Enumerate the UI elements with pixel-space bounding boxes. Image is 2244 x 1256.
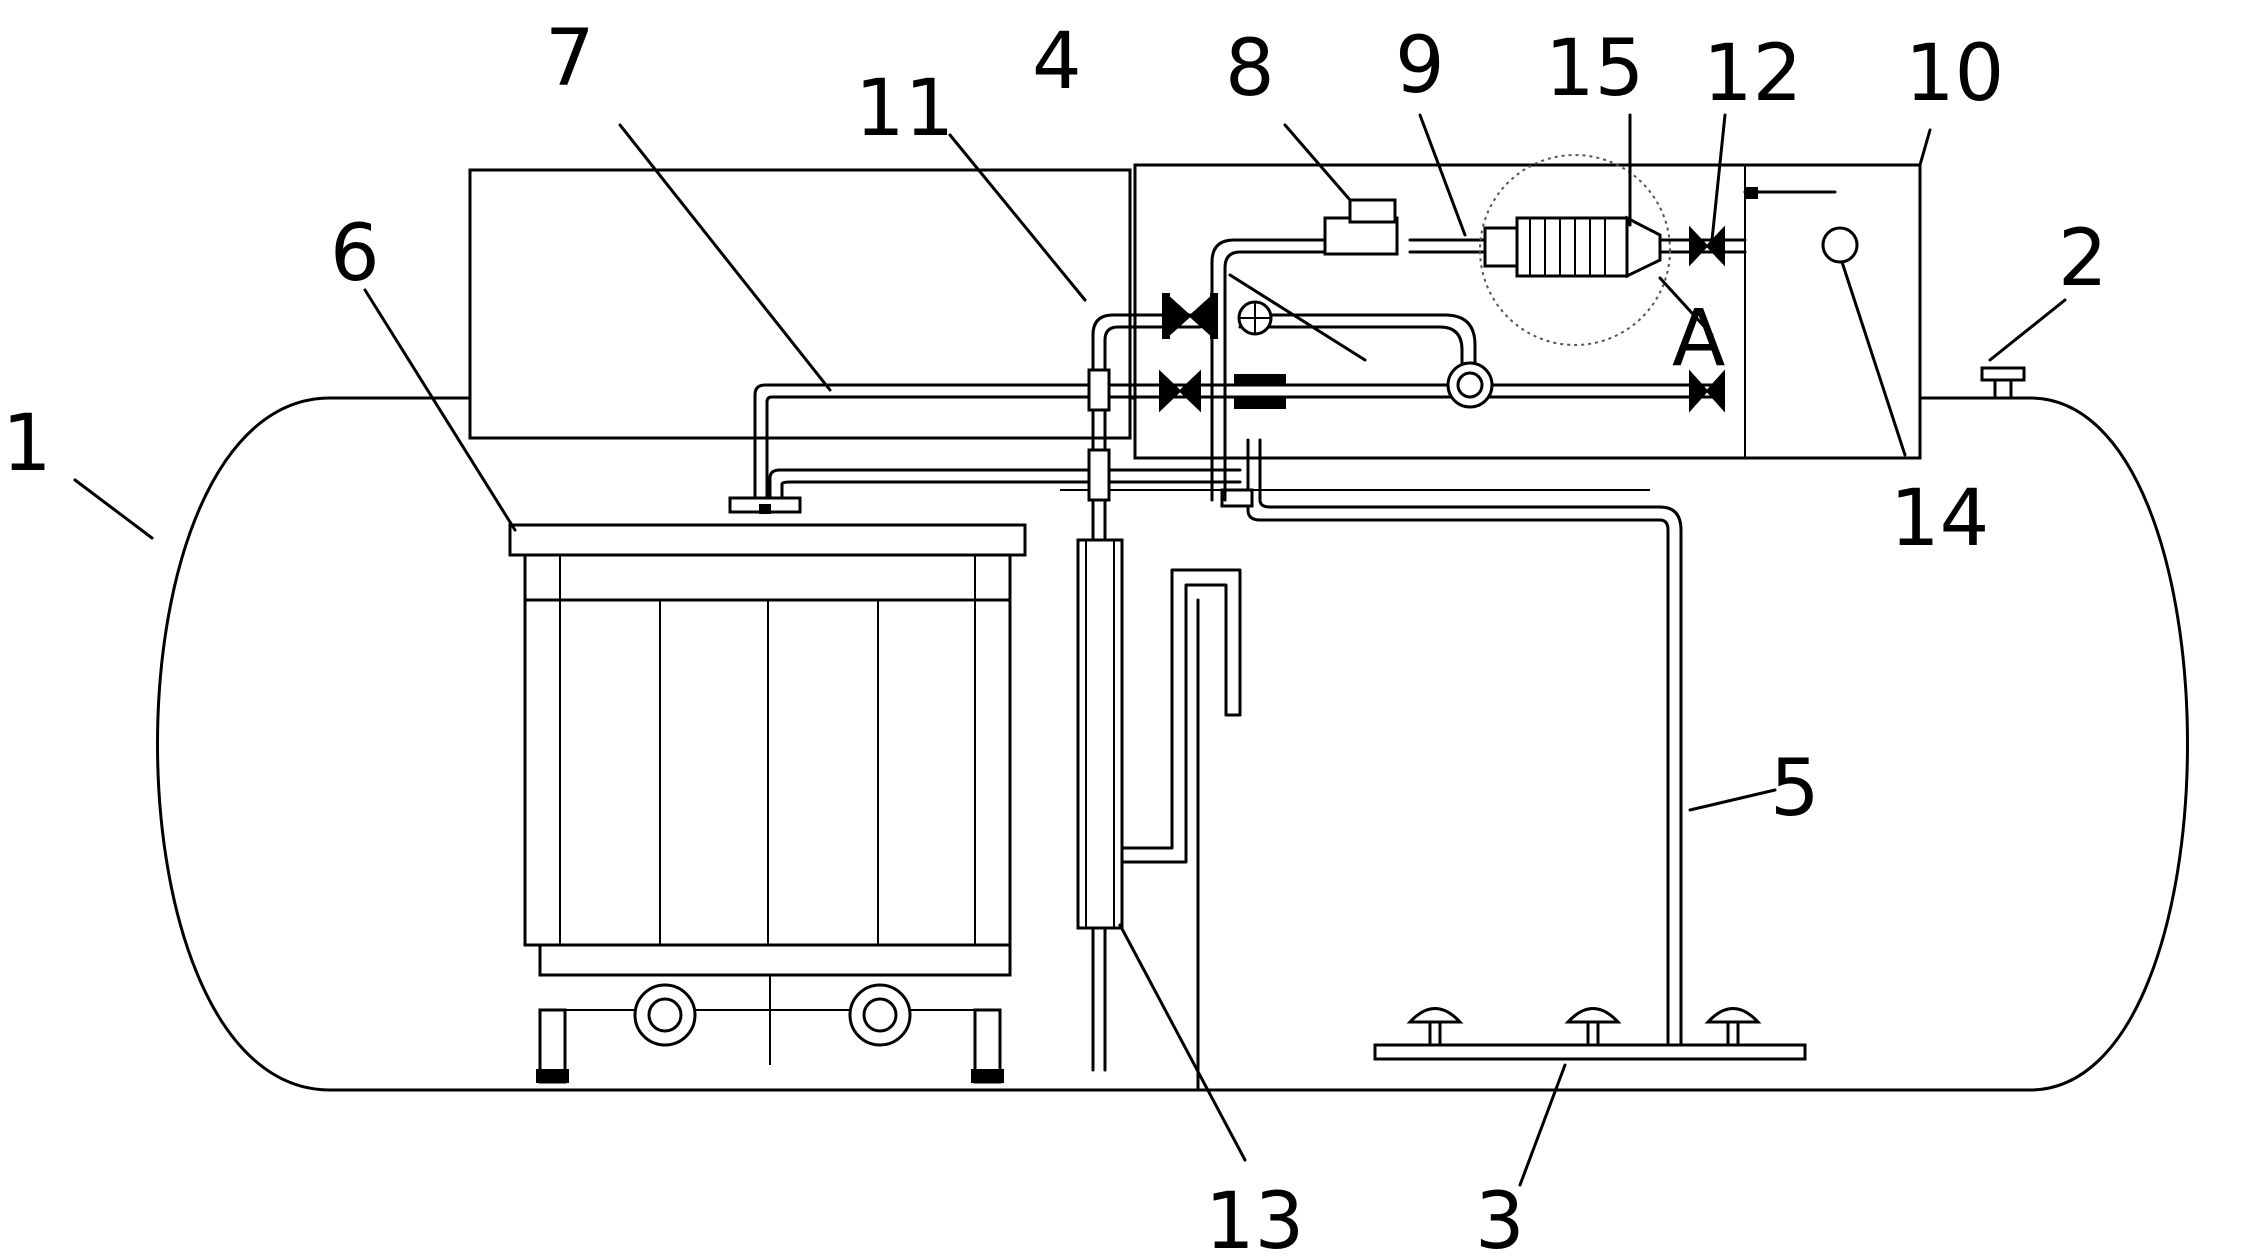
filter-15	[1483, 215, 1747, 279]
upper-line	[1210, 238, 1487, 502]
left-housing	[468, 168, 1132, 440]
label-9: 9	[1395, 21, 1445, 111]
sight-port-14	[1821, 226, 1859, 264]
label-2: 2	[2058, 214, 2108, 304]
label-12: 12	[1703, 29, 1802, 119]
pipe-5	[1220, 438, 1683, 1052]
label-15: 15	[1545, 24, 1644, 114]
leader-lines	[73, 113, 2067, 1187]
label-4: 4	[1032, 17, 1082, 107]
label-8: 8	[1225, 24, 1275, 114]
fitting-12-lower	[1689, 369, 1725, 413]
manifold-pipe	[768, 468, 1650, 500]
tank-body	[156, 396, 2189, 1092]
pipe-4	[1238, 313, 1494, 409]
label-7: 7	[545, 14, 595, 104]
component-8	[1323, 198, 1399, 256]
diffuser-3	[1373, 1007, 1807, 1061]
column-13	[1076, 538, 1124, 930]
label-6: 6	[330, 209, 380, 299]
vent-fitting-2	[1980, 366, 2026, 400]
label-detail-a: A	[1672, 294, 1725, 384]
label-11: 11	[855, 64, 954, 154]
label-3: 3	[1475, 1177, 1525, 1256]
riser-pipe	[1120, 568, 1242, 864]
label-14: 14	[1890, 474, 1989, 564]
tank-6-flange	[728, 496, 802, 514]
detail-circle-a	[1479, 154, 1671, 346]
label-13: 13	[1205, 1177, 1304, 1256]
label-5: 5	[1770, 744, 1820, 834]
label-10: 10	[1905, 29, 2004, 119]
module-box-6	[508, 523, 1027, 1084]
pipe-11	[1087, 313, 1202, 1072]
label-1: 1	[2, 399, 52, 489]
valve-cluster	[1159, 293, 1286, 413]
